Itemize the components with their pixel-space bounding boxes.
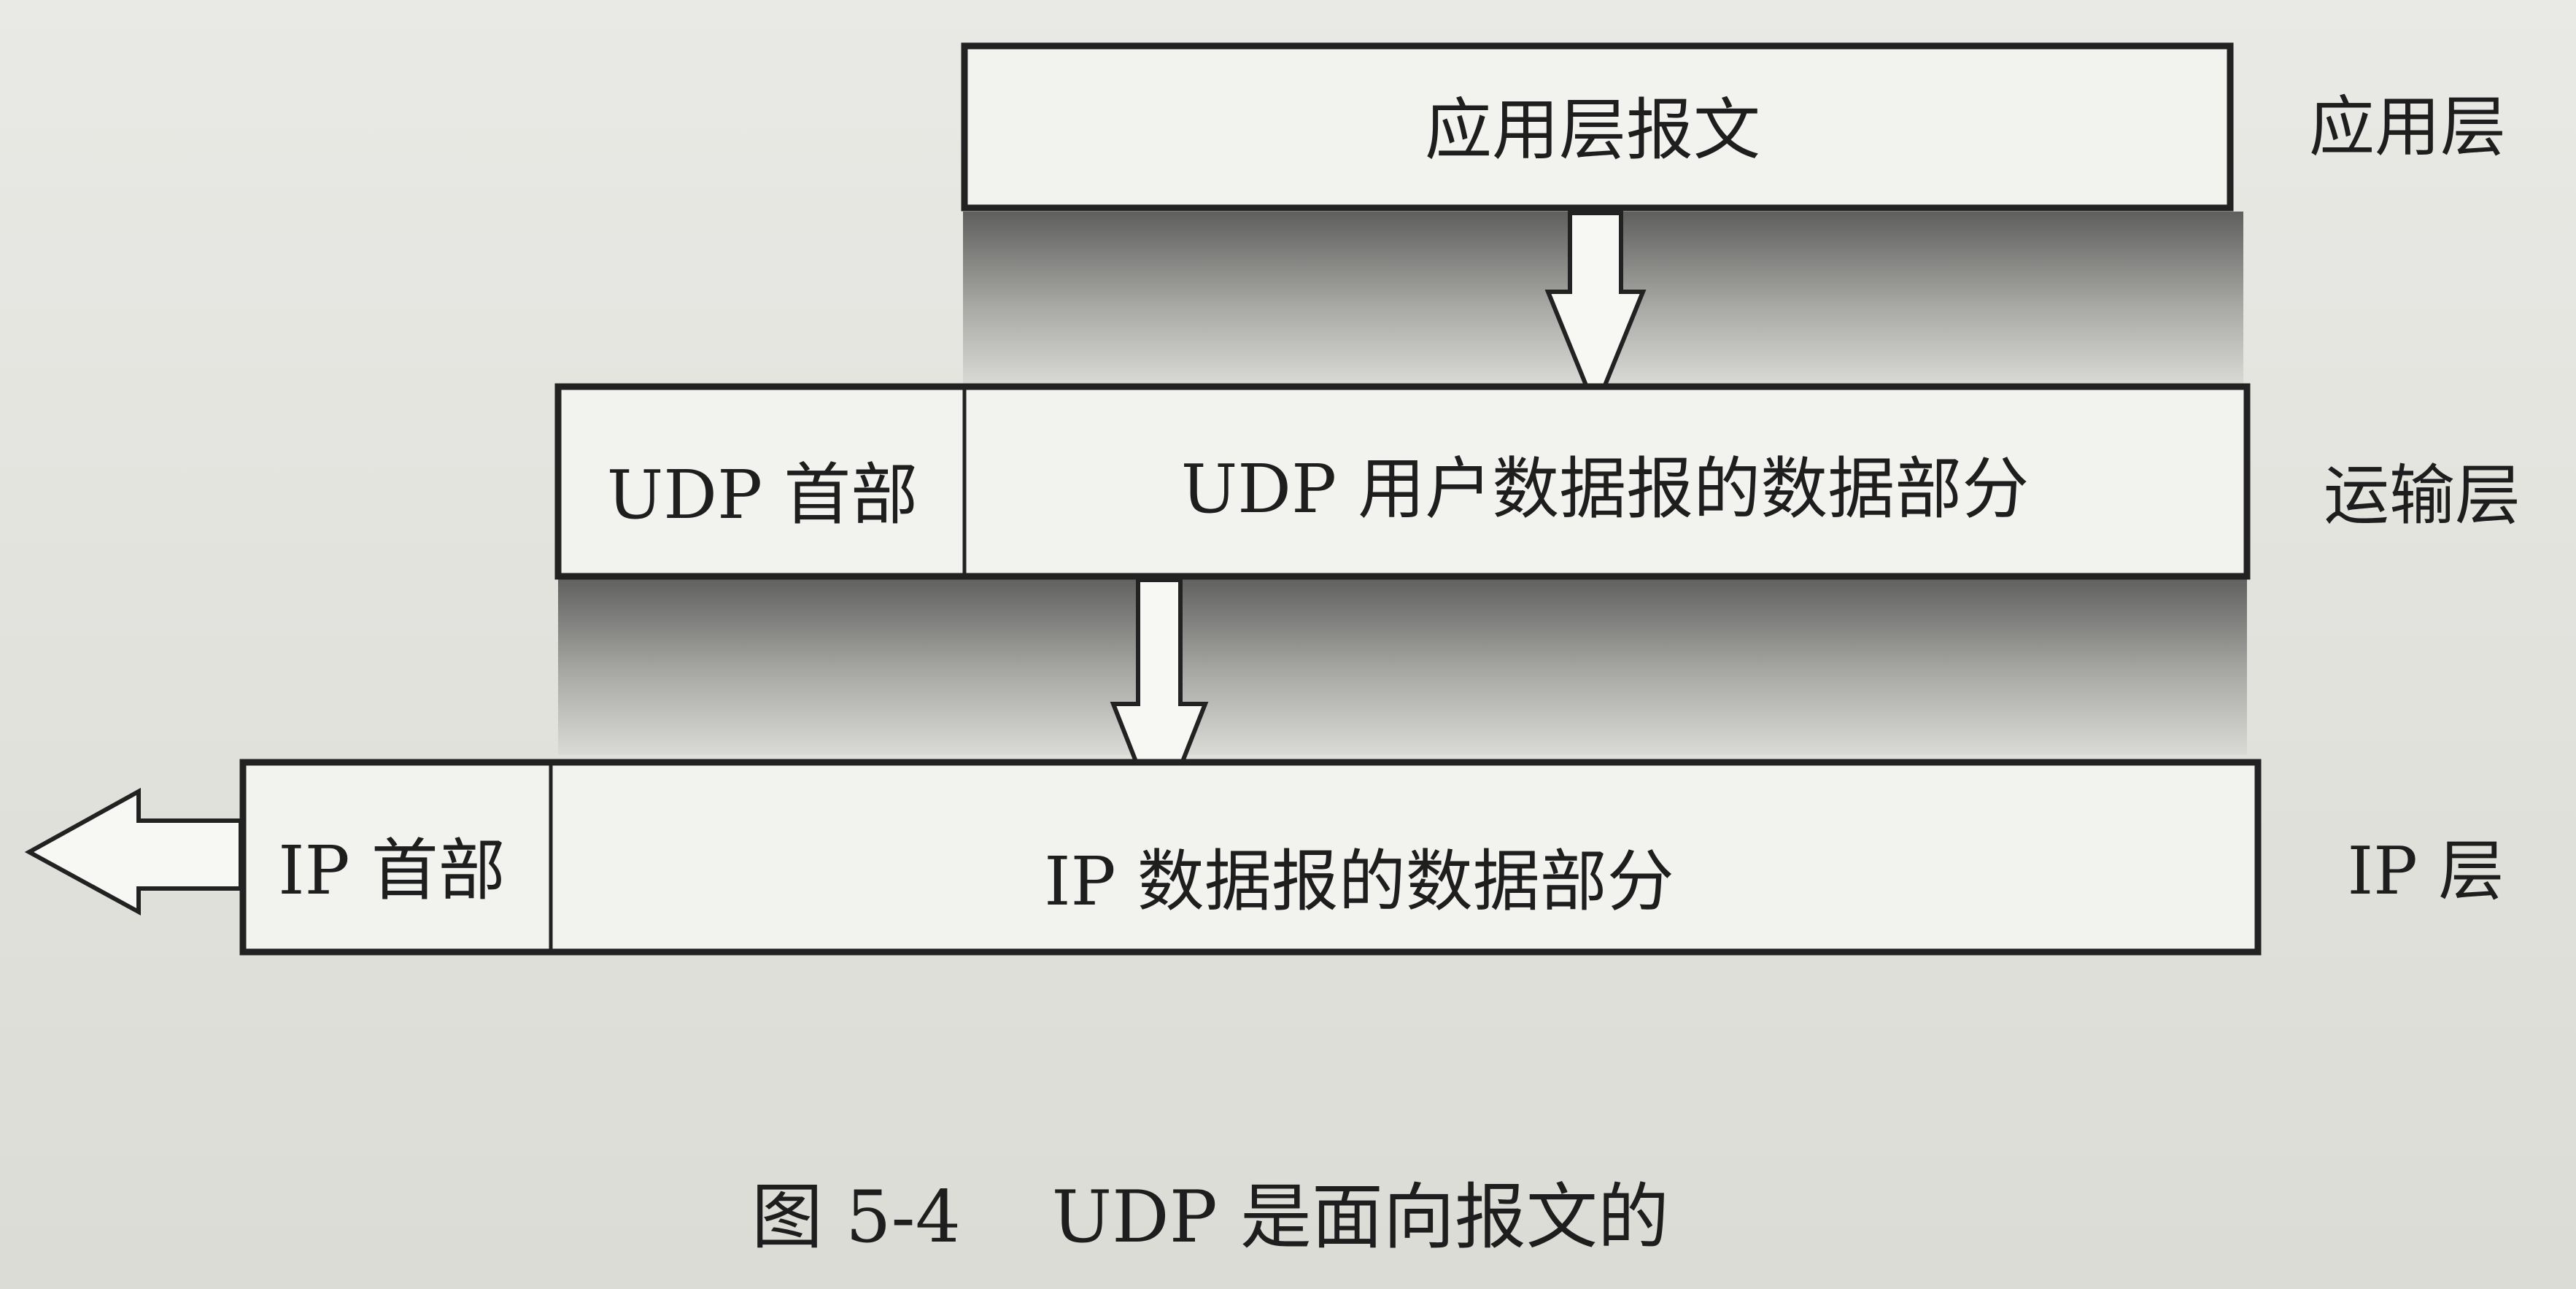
left-output-arrow [24,787,243,916]
figure-caption: 图 5-4 UDP 是面向报文的 [751,1176,1669,1259]
udp-payload-label: UDP 用户数据报的数据部分 [1181,450,2029,528]
application-message-box: 应用层报文 [961,42,2234,212]
down-arrow-app-to-transport [1544,211,1647,414]
shade-band-transport-to-ip [558,576,2247,755]
ip-layer-label: IP 层 [2348,833,2505,910]
udp-datagram-box: UDP 首部 UDP 用户数据报的数据部分 [554,383,2251,580]
ip-payload-label: IP 数据报的数据部分 [1044,843,1674,921]
ip-header-label: IP 首部 [278,832,506,910]
transport-layer-label: 运输层 [2324,457,2521,534]
application-layer-label: 应用层 [2309,89,2506,166]
udp-header-label: UDP 首部 [607,456,918,534]
application-message-label: 应用层报文 [1425,91,1760,169]
ip-datagram-box: IP 首部 IP 数据报的数据部分 [239,759,2262,956]
